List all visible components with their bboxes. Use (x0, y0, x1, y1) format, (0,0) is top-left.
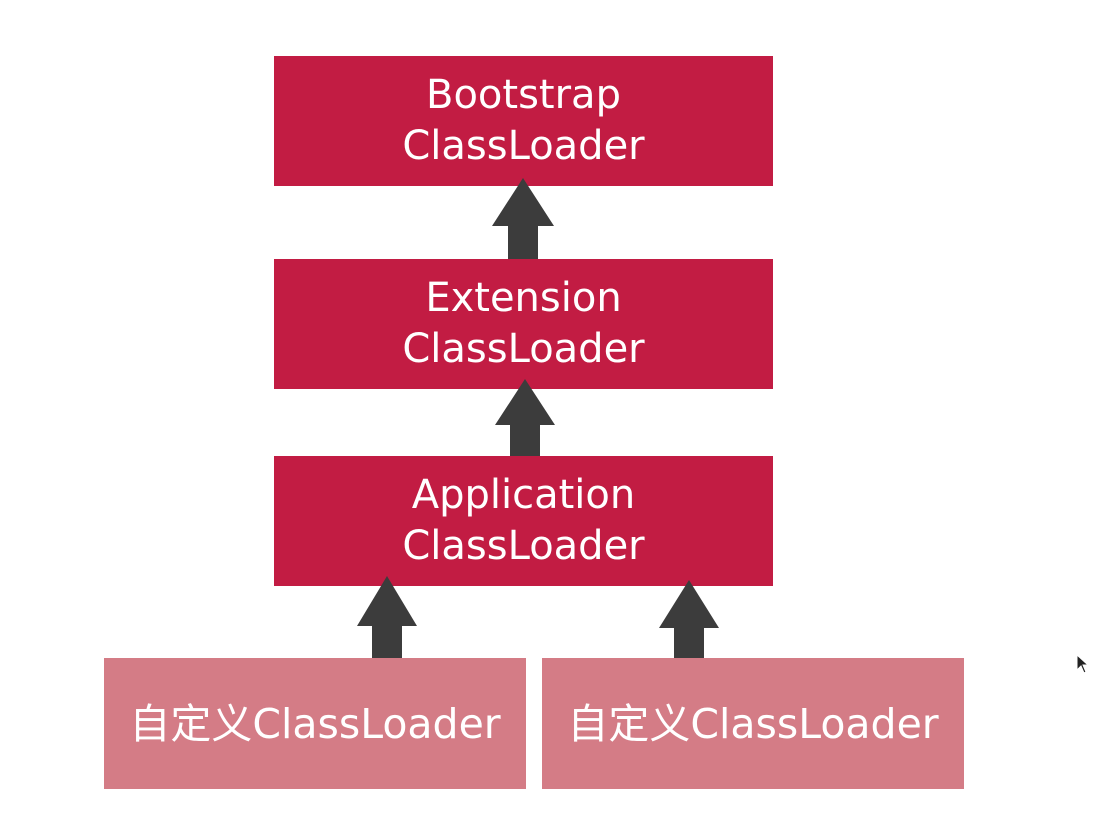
bootstrap-label-line2: ClassLoader (402, 123, 645, 169)
custom-classloader-right-label: 自定义ClassLoader (567, 699, 939, 748)
extension-classloader-box: Extension ClassLoader (274, 259, 773, 389)
bootstrap-label-line1: Bootstrap (426, 72, 621, 118)
mouse-pointer-icon (1076, 654, 1090, 674)
application-label-line2: ClassLoader (402, 523, 645, 569)
custom-classloader-left-label: 自定义ClassLoader (129, 699, 501, 748)
custom-classloader-left-box: 自定义ClassLoader (104, 658, 526, 789)
application-label-line1: Application (411, 472, 636, 518)
up-arrow-icon (492, 178, 554, 260)
up-arrow-icon (357, 576, 417, 660)
extension-label-line1: Extension (425, 275, 622, 321)
application-classloader-box: Application ClassLoader (274, 456, 773, 586)
custom-classloader-right-box: 自定义ClassLoader (542, 658, 964, 789)
extension-label-line2: ClassLoader (402, 326, 645, 372)
bootstrap-classloader-box: Bootstrap ClassLoader (274, 56, 773, 186)
up-arrow-icon (495, 379, 555, 457)
up-arrow-icon (659, 580, 719, 662)
